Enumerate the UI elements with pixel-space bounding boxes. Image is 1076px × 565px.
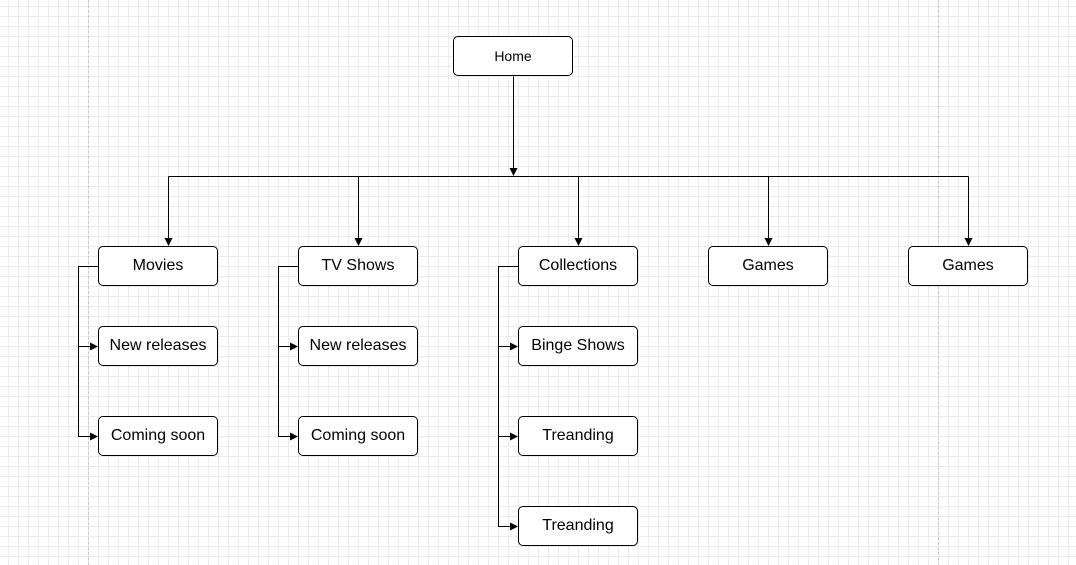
node-movies[interactable]: Movies bbox=[98, 246, 218, 286]
node-collections[interactable]: Collections bbox=[518, 246, 638, 286]
page-boundary-left bbox=[88, 0, 89, 565]
connector-tv-coming-soon bbox=[278, 346, 298, 441]
node-movies-coming-soon[interactable]: Coming soon bbox=[98, 416, 218, 456]
node-tv-coming-soon[interactable]: Coming soon bbox=[298, 416, 418, 456]
node-tv-shows[interactable]: TV Shows bbox=[298, 246, 418, 286]
connector-collections-treanding-1 bbox=[498, 346, 518, 441]
node-collections-treanding-2[interactable]: Treanding bbox=[518, 506, 638, 546]
node-games-2[interactable]: Games bbox=[908, 246, 1028, 286]
node-tv-new-releases[interactable]: New releases bbox=[298, 326, 418, 366]
connector-movies-new-releases bbox=[78, 266, 98, 351]
node-collections-treanding-1[interactable]: Treanding bbox=[518, 416, 638, 456]
connector-movies-coming-soon bbox=[78, 346, 98, 441]
node-collections-binge-shows[interactable]: Binge Shows bbox=[518, 326, 638, 366]
node-games-1[interactable]: Games bbox=[708, 246, 828, 286]
connector-collections-treanding-2 bbox=[498, 436, 518, 531]
connector-tv-new-releases bbox=[278, 266, 298, 351]
node-movies-new-releases[interactable]: New releases bbox=[98, 326, 218, 366]
connector-collections-binge-shows bbox=[498, 266, 518, 351]
node-home[interactable]: Home bbox=[453, 36, 573, 76]
